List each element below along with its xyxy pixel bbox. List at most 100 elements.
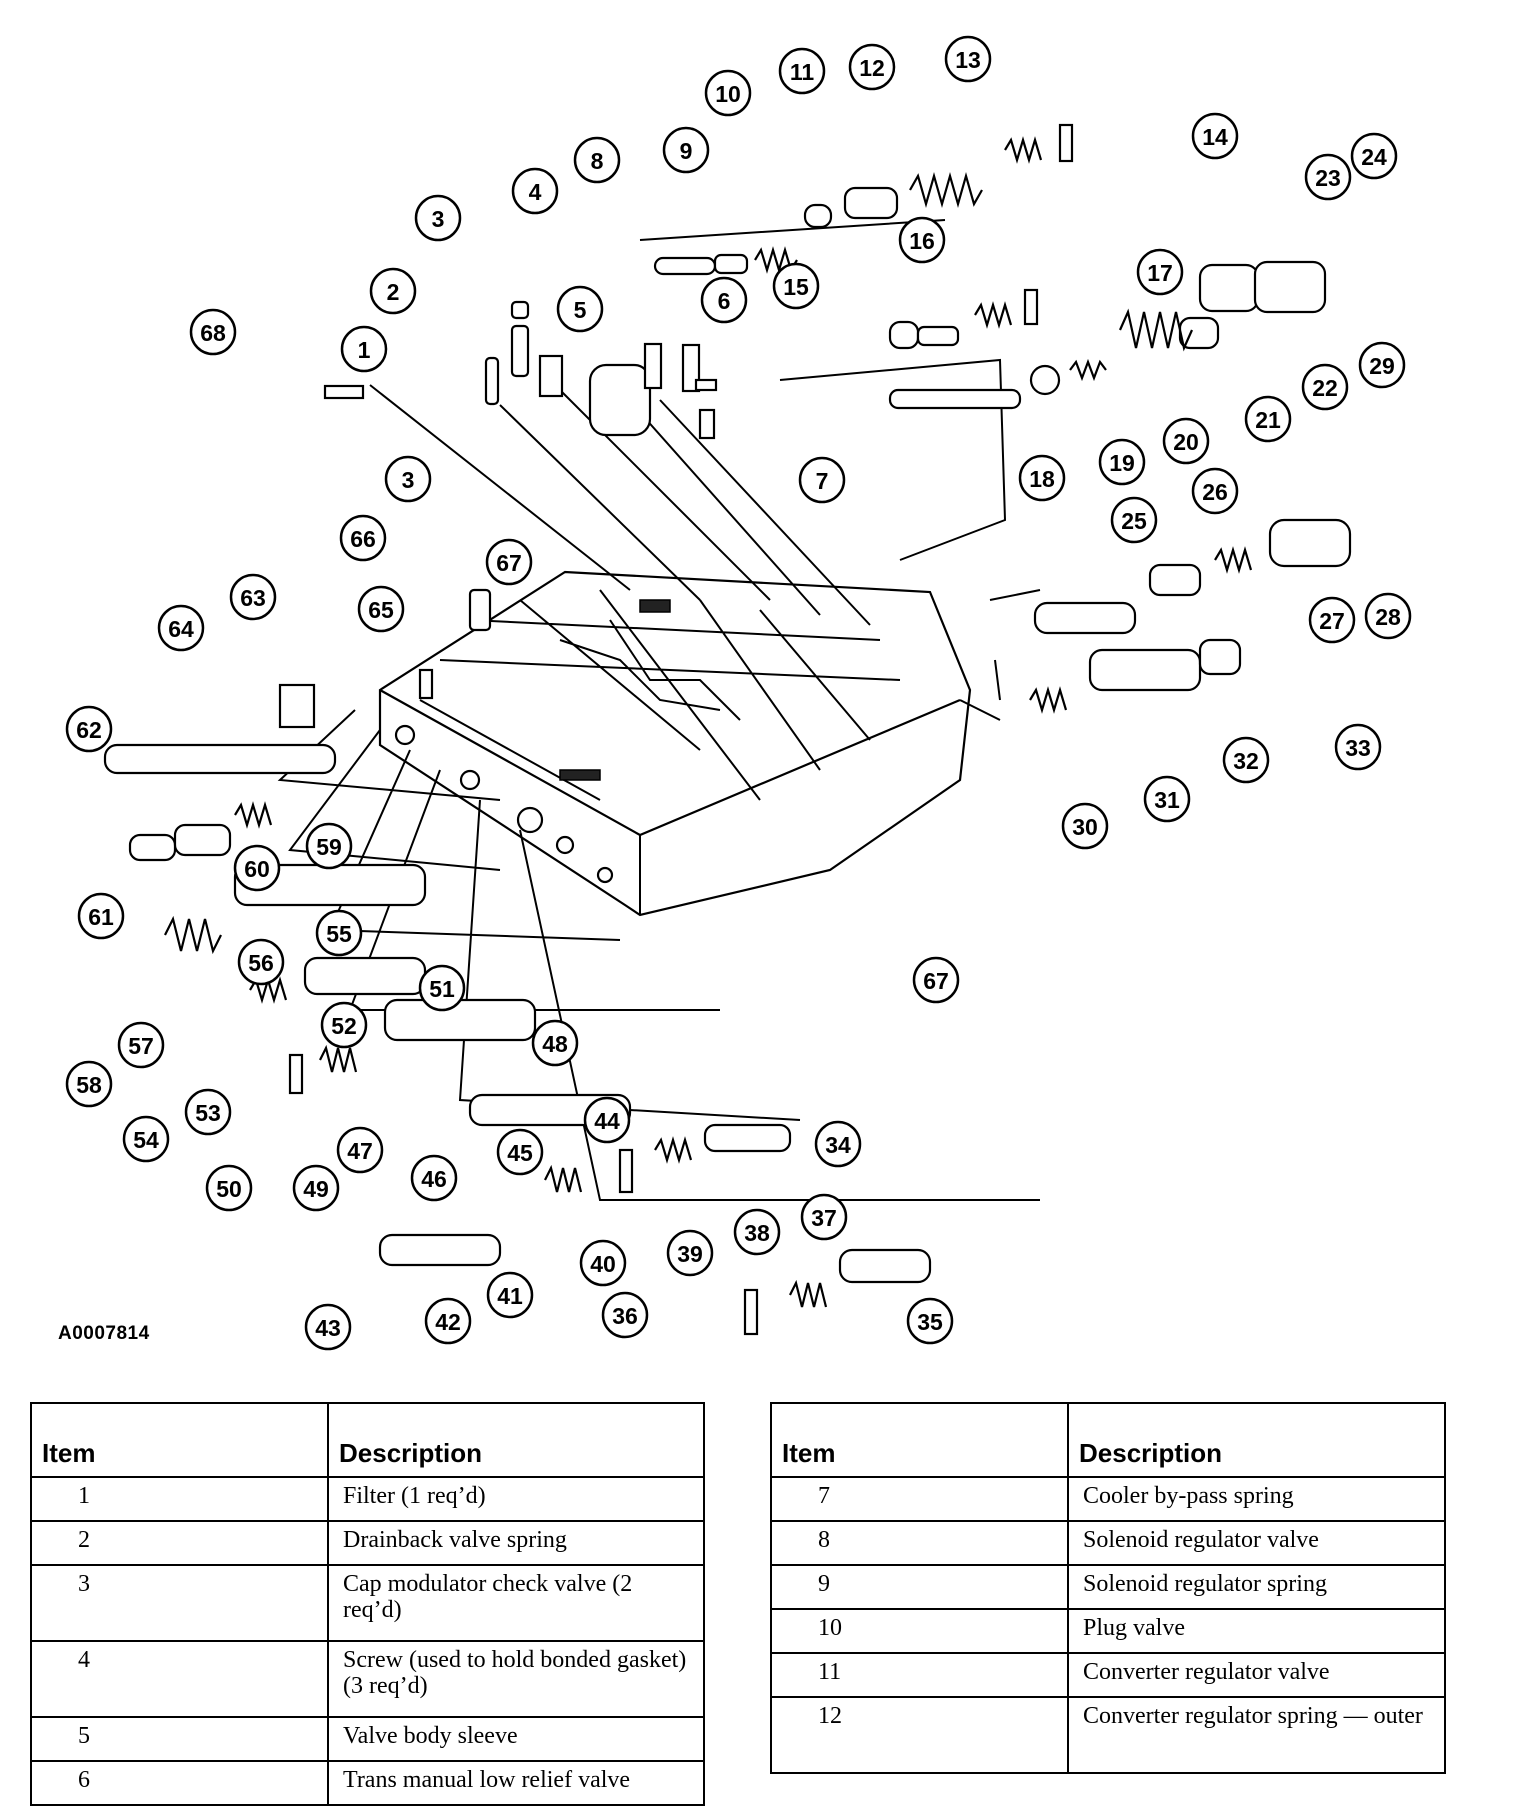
callout-67: 67 [912,956,960,1004]
callout-15: 15 [772,262,820,310]
svg-text:60: 60 [244,856,270,882]
svg-text:24: 24 [1361,144,1387,170]
svg-text:38: 38 [744,1220,770,1246]
callout-63: 63 [229,573,277,621]
svg-text:18: 18 [1029,466,1055,492]
callout-18: 18 [1018,454,1066,502]
svg-text:46: 46 [421,1166,447,1192]
svg-text:44: 44 [594,1108,620,1134]
callout-38: 38 [733,1208,781,1256]
callout-3: 3 [384,455,432,503]
callout-44: 44 [583,1096,631,1144]
callout-5: 5 [556,285,604,333]
callout-41: 41 [486,1271,534,1319]
callout-55: 55 [315,909,363,957]
svg-text:53: 53 [195,1100,221,1126]
svg-text:49: 49 [303,1176,329,1202]
callout-46: 46 [410,1154,458,1202]
svg-text:19: 19 [1109,450,1135,476]
svg-text:68: 68 [200,320,226,346]
callout-67: 67 [485,538,533,586]
svg-text:59: 59 [316,834,342,860]
svg-text:4: 4 [529,179,542,205]
svg-text:22: 22 [1312,375,1338,401]
callout-20: 20 [1162,417,1210,465]
svg-text:9: 9 [680,138,693,164]
callout-47: 47 [336,1126,384,1174]
svg-text:51: 51 [429,976,455,1002]
svg-text:56: 56 [248,950,274,976]
callout-17: 17 [1136,248,1184,296]
svg-text:13: 13 [955,47,981,73]
svg-text:8: 8 [591,148,604,174]
svg-text:14: 14 [1202,124,1228,150]
callout-54: 54 [122,1115,170,1163]
svg-text:33: 33 [1345,735,1371,761]
callout-24: 24 [1350,132,1398,180]
svg-text:54: 54 [133,1127,159,1153]
svg-text:32: 32 [1233,748,1259,774]
legend-header-description: Description [1067,1402,1446,1478]
svg-text:25: 25 [1121,508,1147,534]
callout-29: 29 [1358,341,1406,389]
callout-12: 12 [848,43,896,91]
svg-text:42: 42 [435,1309,461,1335]
callout-30: 30 [1061,802,1109,850]
callout-32: 32 [1222,736,1270,784]
callout-34: 34 [814,1120,862,1168]
callout-39: 39 [666,1229,714,1277]
svg-text:64: 64 [168,616,194,642]
svg-text:47: 47 [347,1138,373,1164]
svg-text:28: 28 [1375,604,1401,630]
loose-parts [103,123,1352,1336]
svg-text:61: 61 [88,904,114,930]
callout-14: 14 [1191,112,1239,160]
callout-52: 52 [320,1001,368,1049]
svg-text:11: 11 [790,59,815,85]
svg-text:50: 50 [216,1176,242,1202]
svg-text:12: 12 [859,55,885,81]
callout-61: 61 [77,892,125,940]
svg-text:27: 27 [1319,608,1345,634]
callout-57: 57 [117,1021,165,1069]
callout-7: 7 [798,456,846,504]
callout-16: 16 [898,216,946,264]
svg-text:34: 34 [825,1132,851,1158]
callout-53: 53 [184,1088,232,1136]
callout-40: 40 [579,1239,627,1287]
callout-26: 26 [1191,467,1239,515]
callout-28: 28 [1364,592,1412,640]
svg-text:30: 30 [1072,814,1098,840]
callout-31: 31 [1143,775,1191,823]
svg-text:10: 10 [715,81,741,107]
callout-65: 65 [357,585,405,633]
svg-text:63: 63 [240,585,266,611]
svg-text:39: 39 [677,1241,703,1267]
callout-2: 2 [369,267,417,315]
callout-48: 48 [531,1019,579,1067]
callout-56: 56 [237,938,285,986]
svg-text:17: 17 [1147,260,1173,286]
svg-text:3: 3 [402,467,415,493]
svg-text:36: 36 [612,1303,638,1329]
svg-text:52: 52 [331,1013,357,1039]
svg-text:37: 37 [811,1205,837,1231]
svg-text:40: 40 [590,1251,616,1277]
callout-64: 64 [157,604,205,652]
svg-text:55: 55 [326,921,352,947]
svg-text:29: 29 [1369,353,1395,379]
svg-text:45: 45 [507,1140,533,1166]
callout-42: 42 [424,1297,472,1345]
callout-6: 6 [700,276,748,324]
svg-text:31: 31 [1154,787,1180,813]
